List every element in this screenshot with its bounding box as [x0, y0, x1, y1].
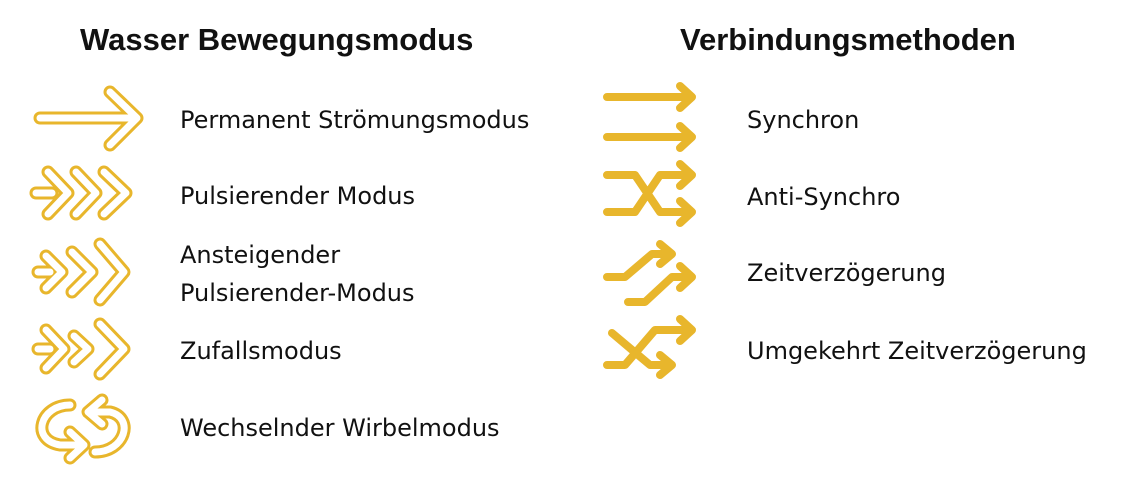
reverse-delay-arrows-icon — [603, 315, 696, 379]
parallel-arrows-icon — [603, 82, 696, 152]
method-label-reverse-delay: Umgekehrt Zeitverzögerung — [747, 337, 1087, 365]
mode-label-rising-line2: Pulsierender-Modus — [180, 279, 415, 307]
connection-methods-title: Verbindungsmethoden — [680, 22, 1016, 57]
mode-label-swirl: Wechselnder Wirbelmodus — [180, 414, 500, 442]
single-arrow-icon — [33, 85, 144, 152]
method-label-delay: Zeitverzögerung — [747, 259, 946, 287]
mode-label-rising-line1: Ansteigender — [180, 241, 341, 269]
crossed-arrows-icon — [603, 160, 696, 227]
method-label-anti-synchro: Anti-Synchro — [747, 183, 901, 211]
mode-label-permanent: Permanent Strömungsmodus — [180, 106, 530, 134]
swirl-arrows-icon — [35, 393, 131, 465]
mode-label-random: Zufallsmodus — [180, 337, 342, 365]
water-mode-title: Wasser Bewegungsmodus — [80, 22, 474, 57]
method-label-synchron: Synchron — [747, 106, 860, 134]
random-chevron-icon — [31, 317, 131, 381]
rising-chevron-icon — [31, 237, 131, 307]
delayed-arrows-icon — [603, 240, 696, 306]
mode-label-pulsing: Pulsierender Modus — [180, 182, 416, 210]
triple-chevron-icon — [29, 165, 133, 221]
